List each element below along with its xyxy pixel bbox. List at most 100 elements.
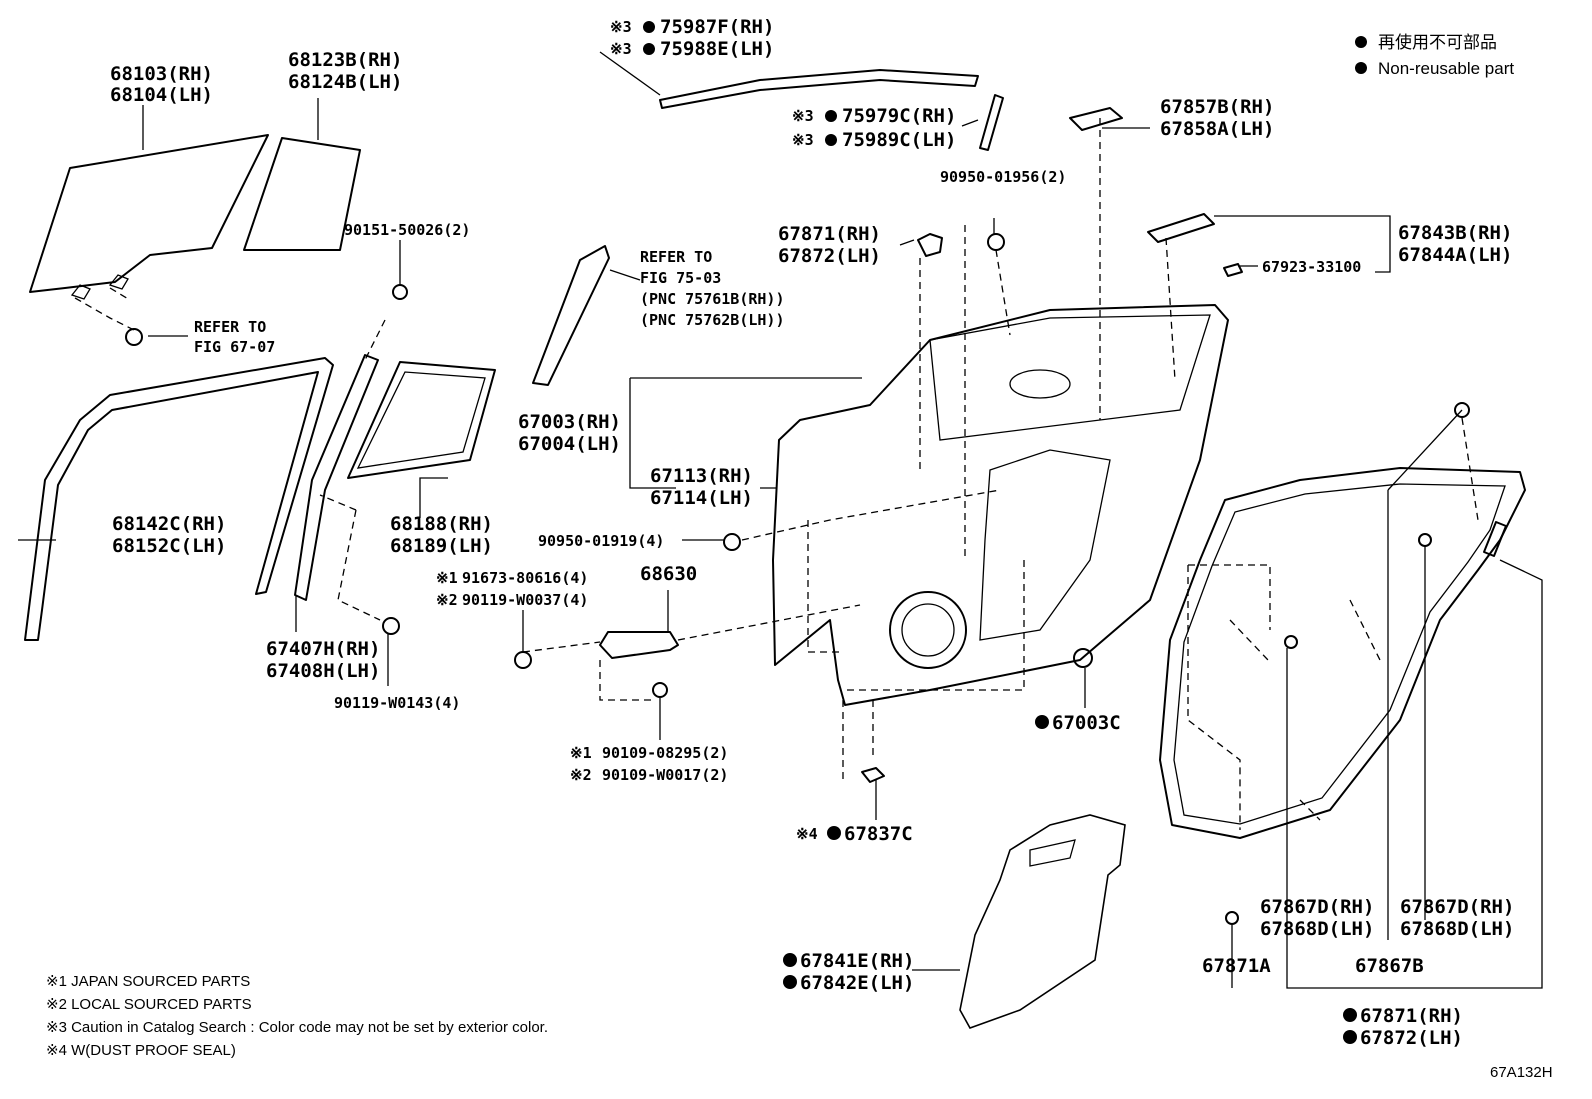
seal-67837c bbox=[861, 767, 885, 783]
label-ws-67867b: 67867B bbox=[1355, 955, 1424, 977]
label-clip-67923: 67923-33100 bbox=[1262, 258, 1361, 276]
label-frame-lh: 67844A(LH) bbox=[1398, 244, 1512, 266]
speaker-hole bbox=[889, 591, 967, 669]
plug-90950 bbox=[987, 233, 1005, 251]
label-plug-90950a: 90950-01956(2) bbox=[940, 168, 1066, 186]
mark-mold-top-rh: ※3 bbox=[610, 18, 632, 36]
division-bar-inner bbox=[356, 371, 486, 469]
mark-mold-side-rh: ※3 bbox=[792, 107, 814, 125]
door-handle-recess bbox=[1009, 369, 1071, 399]
clip-67871a bbox=[1225, 911, 1239, 925]
label-handle-rh: 67857B(RH) bbox=[1160, 96, 1274, 118]
opening-weatherstrip-inner bbox=[1173, 483, 1506, 825]
label-run-rh: 68142C(RH) bbox=[112, 513, 226, 535]
opening-weatherstrip-outer bbox=[1159, 467, 1526, 839]
legend-ja: 再使用不可部品 bbox=[1378, 32, 1497, 52]
label-refer75-b: FIG 75-03 bbox=[640, 269, 721, 287]
label-ws-b-lh: 67868D(LH) bbox=[1400, 918, 1514, 940]
label-weather-lh: 67114(LH) bbox=[650, 487, 753, 509]
label-run-lh: 68152C(LH) bbox=[112, 535, 226, 557]
label-clip-67872-lh: 67872(LH) bbox=[1360, 1027, 1463, 1049]
label-mold-side-rh: 75979C(RH) bbox=[842, 105, 956, 127]
label-bolt-b: 90119-W0037(4) bbox=[462, 591, 588, 609]
label-refer75-c: (PNC 75761B(RH)) bbox=[640, 290, 785, 308]
note-1: ※1 JAPAN SOURCED PARTS bbox=[46, 973, 250, 990]
label-refer75-d: (PNC 75762B(LH)) bbox=[640, 311, 785, 329]
cover-window bbox=[1029, 839, 1076, 867]
label-handle-lh: 67858A(LH) bbox=[1160, 118, 1274, 140]
lead-lines bbox=[18, 51, 1543, 989]
mark-bolt-a: ※1 bbox=[436, 569, 458, 587]
handle-frame-bracket bbox=[1147, 213, 1215, 243]
label-mold-top-lh: 75988E(LH) bbox=[660, 38, 774, 60]
label-bolt-c: 90109-08295(2) bbox=[602, 744, 728, 762]
clip-67847-shape bbox=[917, 233, 943, 257]
note-3: ※3 Caution in Catalog Search : Color cod… bbox=[46, 1019, 548, 1036]
label-ws-a-rh: 67867D(RH) bbox=[1260, 896, 1374, 918]
roof-molding bbox=[659, 69, 979, 109]
label-clip-rh: 67871(RH) bbox=[778, 223, 881, 245]
label-mold-top-rh: 75987F(RH) bbox=[660, 16, 774, 38]
pillar-garnish bbox=[532, 245, 610, 386]
label-door-lh: 67004(LH) bbox=[518, 433, 621, 455]
diagram-id: 67A132H bbox=[1490, 1064, 1553, 1081]
outside-handle-frame bbox=[1069, 107, 1123, 131]
label-ws-a-lh: 67868D(LH) bbox=[1260, 918, 1374, 940]
weatherstrip-end bbox=[1483, 521, 1507, 557]
label-clip-67871-rh: 67871(RH) bbox=[1360, 1005, 1463, 1027]
label-quarter-glass-lh: 68124B(LH) bbox=[288, 71, 402, 93]
label-refer75-a: REFER TO bbox=[640, 248, 712, 266]
division-bar bbox=[347, 361, 496, 479]
side-molding bbox=[979, 94, 1004, 151]
label-cover-lh: 67842E(LH) bbox=[800, 972, 914, 994]
clip-67867d-b bbox=[1418, 533, 1432, 547]
label-glass-rh: 68103(RH) bbox=[110, 63, 213, 85]
door-glass bbox=[29, 134, 269, 293]
lower-channel bbox=[294, 354, 379, 601]
label-plug-90950b: 90950-01919(4) bbox=[538, 532, 664, 550]
bolt-90109 bbox=[652, 682, 668, 698]
screw-90151 bbox=[392, 284, 408, 300]
mark-bolt-c: ※1 bbox=[570, 744, 592, 762]
label-bolt-d: 90109-W0017(2) bbox=[602, 766, 728, 784]
label-mold-side-lh: 75989C(LH) bbox=[842, 129, 956, 151]
screw-refer67 bbox=[125, 328, 143, 346]
door-check bbox=[599, 631, 679, 659]
label-division-rh: 68188(RH) bbox=[390, 513, 493, 535]
label-ws-b-rh: 67867D(RH) bbox=[1400, 896, 1514, 918]
door-inner-cutout bbox=[979, 449, 1111, 641]
quarter-glass bbox=[243, 137, 361, 251]
glass-bracket bbox=[70, 274, 129, 300]
dashed-lines bbox=[74, 118, 1479, 830]
door-panel bbox=[772, 304, 1229, 706]
label-glass-lh: 68104(LH) bbox=[110, 84, 213, 106]
note-4: ※4 W(DUST PROOF SEAL) bbox=[46, 1042, 236, 1059]
label-seal: 67837C bbox=[844, 823, 913, 845]
glass-run bbox=[24, 357, 334, 641]
note-2: ※2 LOCAL SOURCED PARTS bbox=[46, 996, 252, 1013]
label-screw-90151: 90151-50026(2) bbox=[344, 221, 470, 239]
label-clip-67871a: 67871A bbox=[1202, 955, 1271, 977]
label-refer67-a: REFER TO bbox=[194, 318, 266, 336]
door-window-frame bbox=[929, 314, 1211, 441]
label-hole-cover: 67003C bbox=[1052, 712, 1121, 734]
mark-bolt-b: ※2 bbox=[436, 591, 458, 609]
legend-en: Non-reusable part bbox=[1378, 59, 1514, 78]
label-division-lh: 68189(LH) bbox=[390, 535, 493, 557]
label-channel-rh: 67407H(RH) bbox=[266, 638, 380, 660]
mark-seal: ※4 bbox=[796, 825, 818, 843]
label-bolt-a: 91673-80616(4) bbox=[462, 569, 588, 587]
mark-mold-top-lh: ※3 bbox=[610, 40, 632, 58]
speaker-hole-inner bbox=[901, 603, 955, 657]
bolt-90119 bbox=[382, 617, 400, 635]
mark-mold-side-lh: ※3 bbox=[792, 131, 814, 149]
label-refer67-b: FIG 67-07 bbox=[194, 338, 275, 356]
clip-67867d bbox=[1284, 635, 1298, 649]
mark-bolt-d: ※2 bbox=[570, 766, 592, 784]
label-door-rh: 67003(RH) bbox=[518, 411, 621, 433]
label-cover-rh: 67841E(RH) bbox=[800, 950, 914, 972]
label-frame-rh: 67843B(RH) bbox=[1398, 222, 1512, 244]
hole-cover-67003c bbox=[1073, 648, 1093, 668]
label-weather-rh: 67113(RH) bbox=[650, 465, 753, 487]
